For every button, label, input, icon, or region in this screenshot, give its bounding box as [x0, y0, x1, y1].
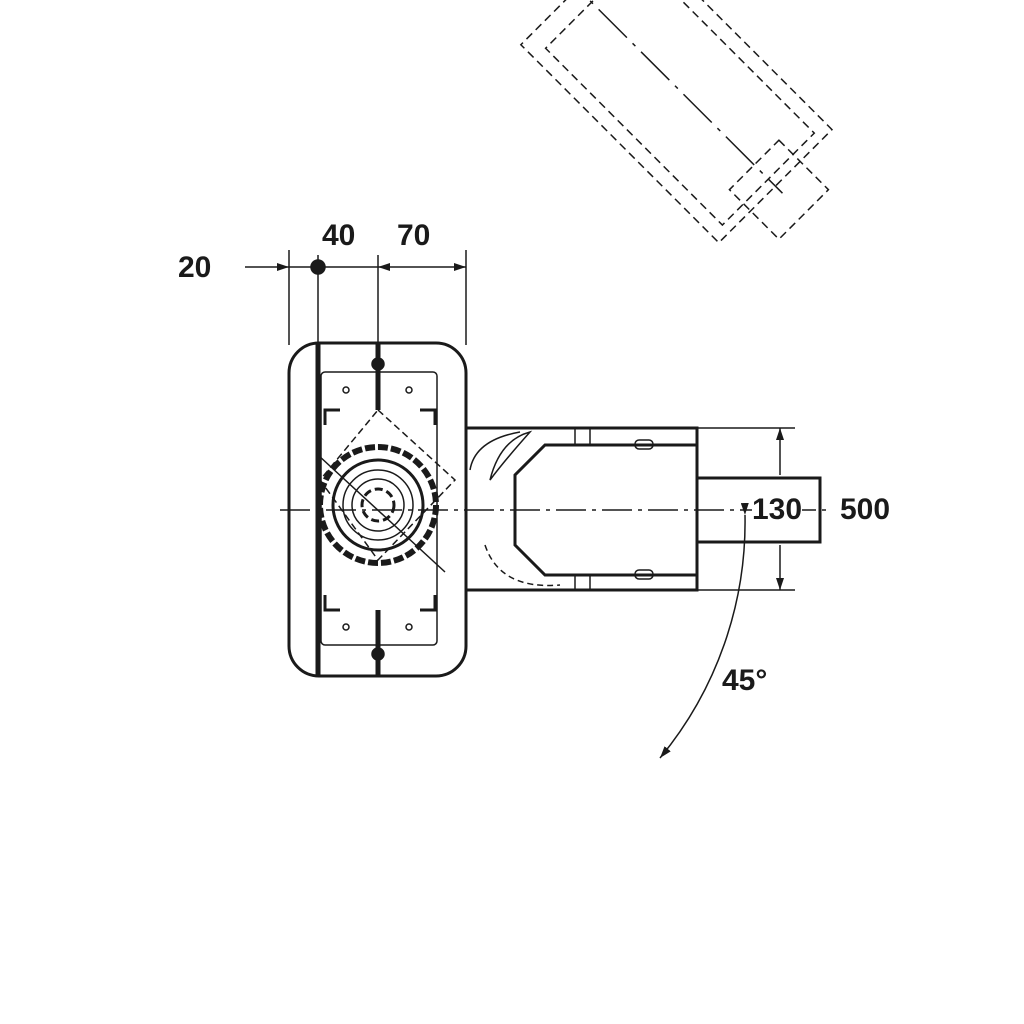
angle-label: 45°	[722, 664, 768, 697]
dim-label-70: 70	[397, 219, 431, 252]
datum-dot	[310, 259, 326, 275]
dim-label-130: 130	[752, 493, 803, 526]
rotated-outlet-dashed	[470, 0, 834, 244]
dim-label-500: 500	[840, 493, 891, 526]
dim-label-40: 40	[322, 219, 356, 252]
angle-arc	[659, 502, 749, 759]
dim-label-20: 20	[178, 251, 212, 284]
top-dimension	[245, 250, 467, 345]
